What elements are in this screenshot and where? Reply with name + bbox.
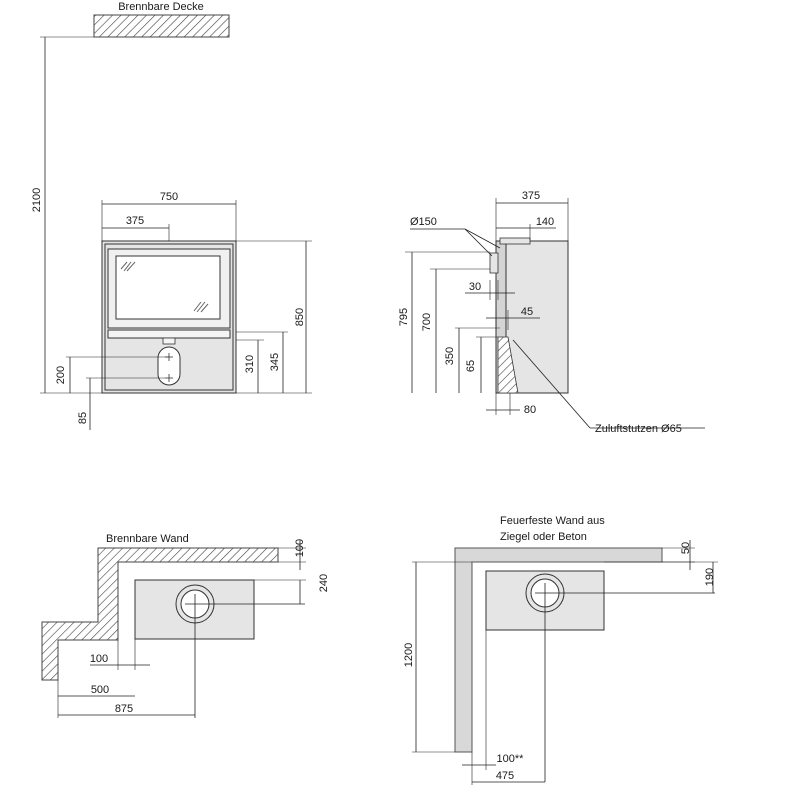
dim-500: 500 (91, 684, 109, 696)
dim-140: 140 (536, 216, 554, 228)
air-inlet-label: Zuluftstutzen Ø65 (595, 423, 682, 435)
fireproof-wall-label-2: Ziegel oder Beton (500, 531, 587, 543)
door-handle-bar (107, 329, 231, 339)
ceiling-group: Brennbare Decke (40, 1, 230, 38)
dim-750: 750 (160, 191, 178, 203)
dim-80: 80 (524, 404, 536, 416)
combustible-wall-label: Brennbare Wand (106, 533, 189, 545)
dim-100-side: 100 (90, 653, 108, 665)
side-view: 375 140 Ø150 795 700 30 45 350 (398, 190, 705, 435)
dim-475: 475 (496, 770, 514, 782)
air-inlet-slot (157, 346, 181, 386)
air-inlet-duct (497, 336, 519, 394)
flue-collar (499, 237, 531, 245)
dim-850: 850 (294, 308, 306, 326)
dim-375-side: 375 (522, 190, 540, 202)
plan-combustible: Brennbare Wand 100 240 100 500 875 (41, 533, 330, 718)
dim-2100: 2100 (31, 188, 43, 212)
dim-700: 700 (421, 313, 433, 331)
dim-190: 190 (704, 568, 716, 586)
dim-100-fireproof: 100** (497, 753, 525, 765)
dim-795: 795 (398, 308, 410, 326)
dim-85: 85 (77, 412, 89, 424)
rear-connection (489, 252, 499, 274)
front-view: 750 375 2100 850 345 310 200 85 (31, 37, 312, 430)
stove-glass (115, 255, 221, 320)
dim-345: 345 (269, 353, 281, 371)
dim-65: 65 (465, 360, 477, 372)
dim-100-top: 100 (294, 539, 306, 557)
plan-fireproof: Feuerfeste Wand aus Ziegel oder Beton 50… (403, 515, 718, 785)
dim-200: 200 (55, 366, 67, 384)
dim-375-front: 375 (126, 215, 144, 227)
door-latch (162, 337, 176, 345)
dim-310: 310 (244, 355, 256, 373)
ceiling-hatch (93, 14, 230, 38)
dim-45: 45 (521, 306, 533, 318)
stove-front-inner-frame (104, 243, 234, 391)
dim-350: 350 (444, 347, 456, 365)
dim-240: 240 (318, 574, 330, 592)
dim-1200: 1200 (403, 643, 415, 667)
dim-30: 30 (469, 281, 481, 293)
flue-diameter-label: Ø150 (410, 216, 437, 228)
fireproof-wall-label-1: Feuerfeste Wand aus (500, 515, 605, 527)
ceiling-label: Brennbare Decke (118, 1, 204, 13)
dim-875: 875 (115, 703, 133, 715)
glass-glare (120, 261, 209, 313)
dim-50: 50 (680, 542, 692, 554)
